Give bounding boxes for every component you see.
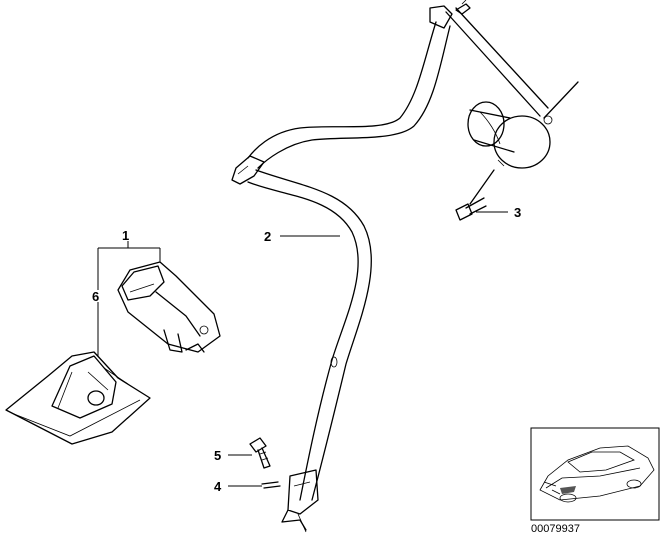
- buckle-assembly[interactable]: [117, 261, 221, 353]
- retractor-bolt[interactable]: [455, 169, 495, 221]
- callout-1: 1: [122, 228, 129, 243]
- anchor-bolt[interactable]: [249, 437, 271, 469]
- belt-retractor[interactable]: [445, 0, 579, 169]
- inset-code: 00079937: [531, 523, 580, 535]
- seat-belt-strap[interactable]: [231, 5, 453, 533]
- callout-2: 2: [264, 229, 271, 244]
- leader-lines: [97, 211, 508, 487]
- inset-thumbnail: 00079937: [530, 427, 660, 535]
- callout-4: 4: [214, 479, 222, 494]
- washer[interactable]: [261, 481, 281, 489]
- callout-5: 5: [214, 448, 221, 463]
- callout-6: 6: [92, 289, 99, 304]
- callout-3: 3: [514, 205, 521, 220]
- buckle-cover[interactable]: [5, 351, 151, 445]
- car-thumbnail-icon: [539, 445, 655, 503]
